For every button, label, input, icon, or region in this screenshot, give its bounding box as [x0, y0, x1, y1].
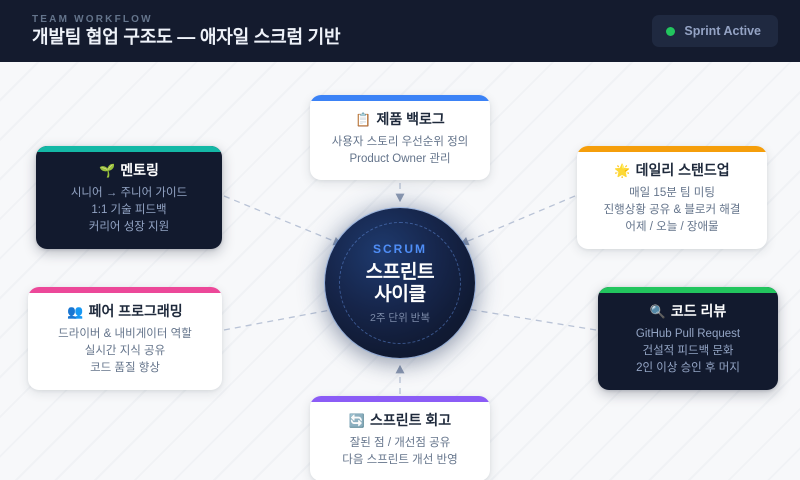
card-title-text: 코드 리뷰 — [670, 303, 727, 319]
card-accent-bar — [310, 396, 490, 402]
card-accent-bar — [310, 95, 490, 101]
card-title-text: 멘토링 — [120, 162, 159, 178]
card-title-text: 제품 백로그 — [376, 111, 445, 127]
card-title: 🔄 스프린트 회고 — [322, 412, 478, 430]
card-body: 👥 페어 프로그래밍 드라이버 & 내비게이터 역할 실시간 지식 공유 코드 … — [28, 293, 222, 390]
card-line: 시니어 → 주니어 가이드 — [70, 186, 188, 199]
hub-title-line-1: 스프린트 — [365, 261, 435, 283]
card-line: 코드 품질 향상 — [90, 362, 160, 375]
card-body: 🌟 데일리 스탠드업 매일 15분 팀 미팅 진행상황 공유 & 블로커 해결 … — [577, 152, 767, 249]
card-body: 📋 제품 백로그 사용자 스토리 우선순위 정의 Product Owner 관… — [310, 101, 490, 180]
people-icon: 👥 — [67, 304, 84, 320]
card-retrospective[interactable]: 🔄 스프린트 회고 잘된 점 / 개선점 공유 다음 스프린트 개선 반영 — [310, 396, 490, 480]
status-badge[interactable]: Sprint Active — [652, 15, 778, 47]
card-line: 커리어 성장 지원 — [88, 221, 170, 234]
card-standup[interactable]: 🌟 데일리 스탠드업 매일 15분 팀 미팅 진행상황 공유 & 블로커 해결 … — [577, 146, 767, 249]
card-line: 드라이버 & 내비게이터 역할 — [58, 327, 192, 340]
card-line: 매일 15분 팀 미팅 — [629, 186, 715, 199]
page-header: TEAM WORKFLOW 개발팀 협업 구조도 — 애자일 스크럼 기반 Sp… — [0, 0, 800, 62]
hub-label-group: SCRUM 스프린트 사이클 2주 단위 반복 — [366, 243, 435, 324]
card-accent-bar — [577, 146, 767, 152]
card-body: 🌱 멘토링 시니어 → 주니어 가이드 1:1 기술 피드백 커리어 성장 지원 — [36, 152, 222, 249]
card-title: 📋 제품 백로그 — [322, 111, 478, 129]
card-body: 🔄 스프린트 회고 잘된 점 / 개선점 공유 다음 스프린트 개선 반영 — [310, 402, 490, 480]
hub-dashed-ring — [339, 222, 461, 344]
card-pair-programming[interactable]: 👥 페어 프로그래밍 드라이버 & 내비게이터 역할 실시간 지식 공유 코드 … — [28, 287, 222, 390]
hub-title: 스프린트 사이클 — [366, 262, 435, 306]
card-line: 어제 / 오늘 / 장애물 — [625, 221, 719, 234]
card-title-text: 데일리 스탠드업 — [635, 162, 730, 178]
header-text-group: TEAM WORKFLOW 개발팀 협업 구조도 — 애자일 스크럼 기반 — [32, 13, 341, 48]
card-title-text: 스프린트 회고 — [370, 412, 452, 428]
card-line: Product Owner 관리 — [349, 152, 451, 165]
card-line: 실시간 지식 공유 — [84, 344, 166, 357]
card-accent-bar — [28, 287, 222, 293]
card-line: 잘된 점 / 개선점 공유 — [349, 436, 451, 449]
hub-subtitle: 2주 단위 반복 — [370, 311, 430, 324]
clipboard-icon: 📋 — [355, 112, 372, 128]
hub-title-line-2: 사이클 — [374, 283, 426, 305]
card-title: 👥 페어 프로그래밍 — [40, 303, 210, 321]
magnifier-icon: 🔍 — [649, 304, 666, 320]
card-accent-bar — [36, 146, 222, 152]
seedling-icon: 🌱 — [99, 163, 116, 179]
card-body: 🔍 코드 리뷰 GitHub Pull Request 건설적 피드백 문화 2… — [598, 293, 778, 390]
header-eyebrow: TEAM WORKFLOW — [32, 13, 153, 25]
card-code-review[interactable]: 🔍 코드 리뷰 GitHub Pull Request 건설적 피드백 문화 2… — [598, 287, 778, 390]
card-line: 사용자 스토리 우선순위 정의 — [331, 135, 469, 148]
page-title: 개발팀 협업 구조도 — 애자일 스크럼 기반 — [32, 26, 341, 47]
card-line: 건설적 피드백 문화 — [642, 344, 734, 357]
card-line: 2인 이상 승인 후 머지 — [636, 362, 740, 375]
card-accent-bar — [598, 287, 778, 293]
card-title-text: 페어 프로그래밍 — [88, 303, 183, 319]
card-mentoring[interactable]: 🌱 멘토링 시니어 → 주니어 가이드 1:1 기술 피드백 커리어 성장 지원 — [36, 146, 222, 249]
card-line: GitHub Pull Request — [635, 327, 741, 340]
card-line: 진행상황 공유 & 블로커 해결 — [603, 203, 741, 216]
hub-kicker: SCRUM — [372, 241, 427, 256]
card-backlog[interactable]: 📋 제품 백로그 사용자 스토리 우선순위 정의 Product Owner 관… — [310, 95, 490, 181]
card-title: 🌟 데일리 스탠드업 — [589, 162, 755, 180]
card-title: 🌱 멘토링 — [48, 162, 210, 180]
card-title: 🔍 코드 리뷰 — [610, 303, 766, 321]
status-dot-icon — [666, 26, 676, 36]
status-badge-label: Sprint Active — [684, 24, 761, 38]
card-line: 1:1 기술 피드백 — [91, 203, 167, 216]
sun-icon: 🌟 — [614, 163, 631, 179]
card-line: 다음 스프린트 개선 반영 — [342, 453, 458, 466]
repeat-icon: 🔄 — [348, 413, 365, 429]
scrum-cycle-hub[interactable]: SCRUM 스프린트 사이클 2주 단위 반복 — [325, 208, 475, 358]
